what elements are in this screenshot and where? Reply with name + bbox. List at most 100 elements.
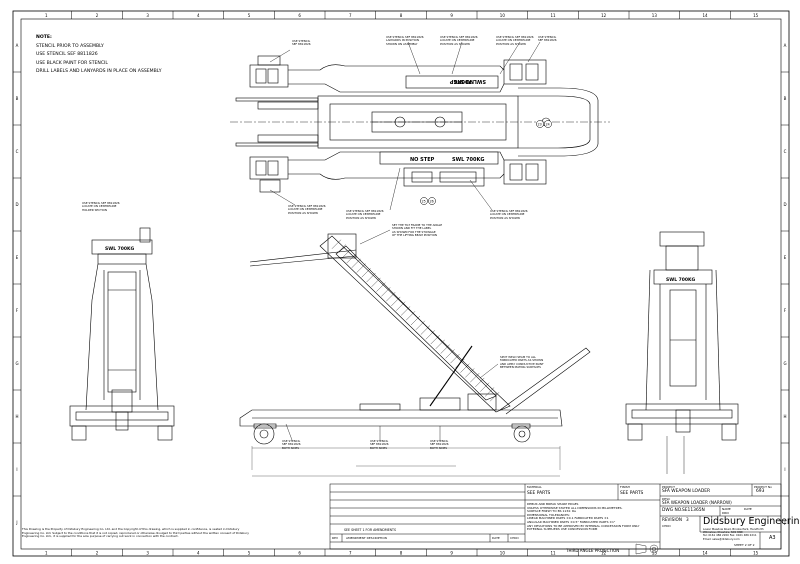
outer-frame <box>12 10 790 557</box>
callout-top-mid-3: USE STENCIL SEF 8811826 LOCATE ON CENTRE… <box>496 35 534 46</box>
note-item: USE STENCIL SEF 8811826 <box>36 52 98 58</box>
zone-column-label: 6 <box>298 551 301 556</box>
zone-row-label: B <box>784 96 787 101</box>
zone-row-label: A <box>784 43 787 48</box>
frame-hatch-line <box>465 368 475 378</box>
name-label: NAME <box>722 507 731 511</box>
callout-side-top: SET THE TILT FRAME TO THE ANGLE SHOWN AN… <box>392 223 443 237</box>
balloon-25: 25 <box>422 199 426 203</box>
zone-row-label: G <box>783 361 786 366</box>
note-item: STENCIL PRIOR TO ASSEMBLY <box>36 44 104 50</box>
chkd-header: CHKD <box>510 536 519 540</box>
callout-side-bottom-3: USE STENCIL SEF 8811826 BOTH SIDES <box>430 439 449 450</box>
project-value: SFA WEAPON LOADER <box>662 489 711 494</box>
frame-hatch-line <box>445 349 455 359</box>
frame-hatch-line <box>450 353 460 364</box>
note-item: DRILL LABELS AND LANYARDS IN PLACE ON AS… <box>36 68 162 74</box>
zone-ticks <box>13 11 789 556</box>
zone-column-label: 6 <box>298 13 301 18</box>
frame-hatch-line <box>396 301 406 311</box>
frame-hatch-line <box>341 249 351 259</box>
zone-row-label: D <box>783 202 786 207</box>
zone-row-label: F <box>784 308 787 313</box>
zone-column-label: 12 <box>601 551 607 556</box>
finish-value: SEE PARTS <box>620 491 644 496</box>
callout-bottom-mid-2: USE STENCIL SEF 8811826 LOCATE ON CENTRE… <box>490 209 528 220</box>
zone-column-label: 4 <box>197 551 200 556</box>
zone-column-label: 15 <box>753 13 759 18</box>
zone-column-label: 7 <box>349 13 352 18</box>
zone-column-label: 10 <box>500 13 506 18</box>
frame-hatch-line <box>420 325 431 335</box>
frame-hatch-line <box>415 320 426 330</box>
zone-row-label: H <box>15 414 18 419</box>
zone-row-label: B <box>16 96 19 101</box>
zone-column-label: 13 <box>652 13 658 18</box>
title-block <box>329 483 782 550</box>
notes-heading: NOTE: <box>36 35 52 40</box>
zone-row-label: A <box>16 43 19 48</box>
amendment-header: AMENDMENT DESCRIPTION <box>346 536 387 540</box>
top-view-swl-label: SWL 700KG <box>454 78 486 84</box>
project-no-label: PROJECT No <box>754 485 772 489</box>
frame-hatch-line <box>336 244 347 254</box>
balloons <box>420 120 552 205</box>
sheet-number: SHEET 2 OF 2 <box>734 543 755 547</box>
zone-row-label: H <box>783 414 786 419</box>
zone-row-label: D <box>15 202 18 207</box>
drn-label: DRN <box>722 511 729 515</box>
zone-row-label: E <box>784 255 787 260</box>
zone-column-label: 1 <box>45 13 48 18</box>
frame-hatch-line <box>366 272 376 283</box>
zone-column-label: 12 <box>601 13 607 18</box>
zone-row-label: J <box>15 520 17 525</box>
company-name: Didsbury Engineering <box>703 516 800 527</box>
side-view <box>239 229 591 477</box>
left-end-view <box>69 227 175 441</box>
zone-column-label: 10 <box>500 551 506 556</box>
frame-hatch-line <box>346 253 356 264</box>
project-label: PROJECT <box>662 485 675 489</box>
zone-column-label: 8 <box>400 551 403 556</box>
zone-column-label: 7 <box>349 551 352 556</box>
balloon-24: 24 <box>546 122 550 126</box>
finish-label: FINISH <box>620 485 630 489</box>
projection-label: THIRD ANGLE PROJECTION <box>566 548 620 553</box>
frame-hatch-line <box>351 258 361 268</box>
frame-hatch-line <box>391 296 401 307</box>
project-no-value: 693 <box>756 489 765 494</box>
frame-hatch-line <box>356 263 366 273</box>
third-angle-projection-symbol <box>635 543 659 555</box>
callout-top-mid-1: USE STENCIL SEF 8811826 LANYARDS IN POSI… <box>386 35 424 46</box>
zone-row-label: C <box>16 149 19 154</box>
zone-column-label: 11 <box>550 13 556 18</box>
left-view-swl-label: SWL 700KG <box>105 246 135 252</box>
desc-label: DESC <box>662 497 671 501</box>
frame-hatch-line <box>480 382 490 392</box>
frame-hatch-line <box>386 292 396 302</box>
frame-hatch-line <box>489 392 500 402</box>
frame-hatch-line <box>455 358 465 369</box>
frame-hatch-line <box>381 287 391 297</box>
zone-column-label: 1 <box>45 551 48 556</box>
zone-column-label: 9 <box>450 551 453 556</box>
frame-hatch-line <box>410 315 421 326</box>
sheet-size: A3 <box>769 535 776 541</box>
rev-header: REV <box>332 536 339 540</box>
frame-hatch-line <box>470 373 480 383</box>
zone-column-label: 15 <box>753 551 759 556</box>
zone-column-label: 14 <box>702 551 708 556</box>
callout-bottom-left: USE STENCIL SEF 8811826 LOCATE ON CENTRE… <box>288 204 326 215</box>
callout-top-mid-2: USE STENCIL SEF 8811826 LOCATE ON CENTRE… <box>440 35 478 46</box>
frame-hatch-line <box>331 239 342 249</box>
callout-side-bottom-2: USE STENCIL SEF 8811826 BOTH SIDES <box>370 439 389 450</box>
chkd-label: CHKD <box>662 524 671 528</box>
top-view-no-step-label: NO STEP <box>449 78 474 84</box>
top-view-no-step-label-2: NO STEP <box>410 157 435 163</box>
revision-label: REVISION <box>662 517 682 522</box>
zone-column-label: 2 <box>96 13 99 18</box>
balloon-26: 26 <box>430 199 434 203</box>
callout-top-right: USE STENCIL SEF 8811826 <box>538 35 557 43</box>
desc-value: SFA WEAPON LOADER (NARROW) <box>662 500 732 505</box>
revision-value: 3 <box>686 517 689 522</box>
